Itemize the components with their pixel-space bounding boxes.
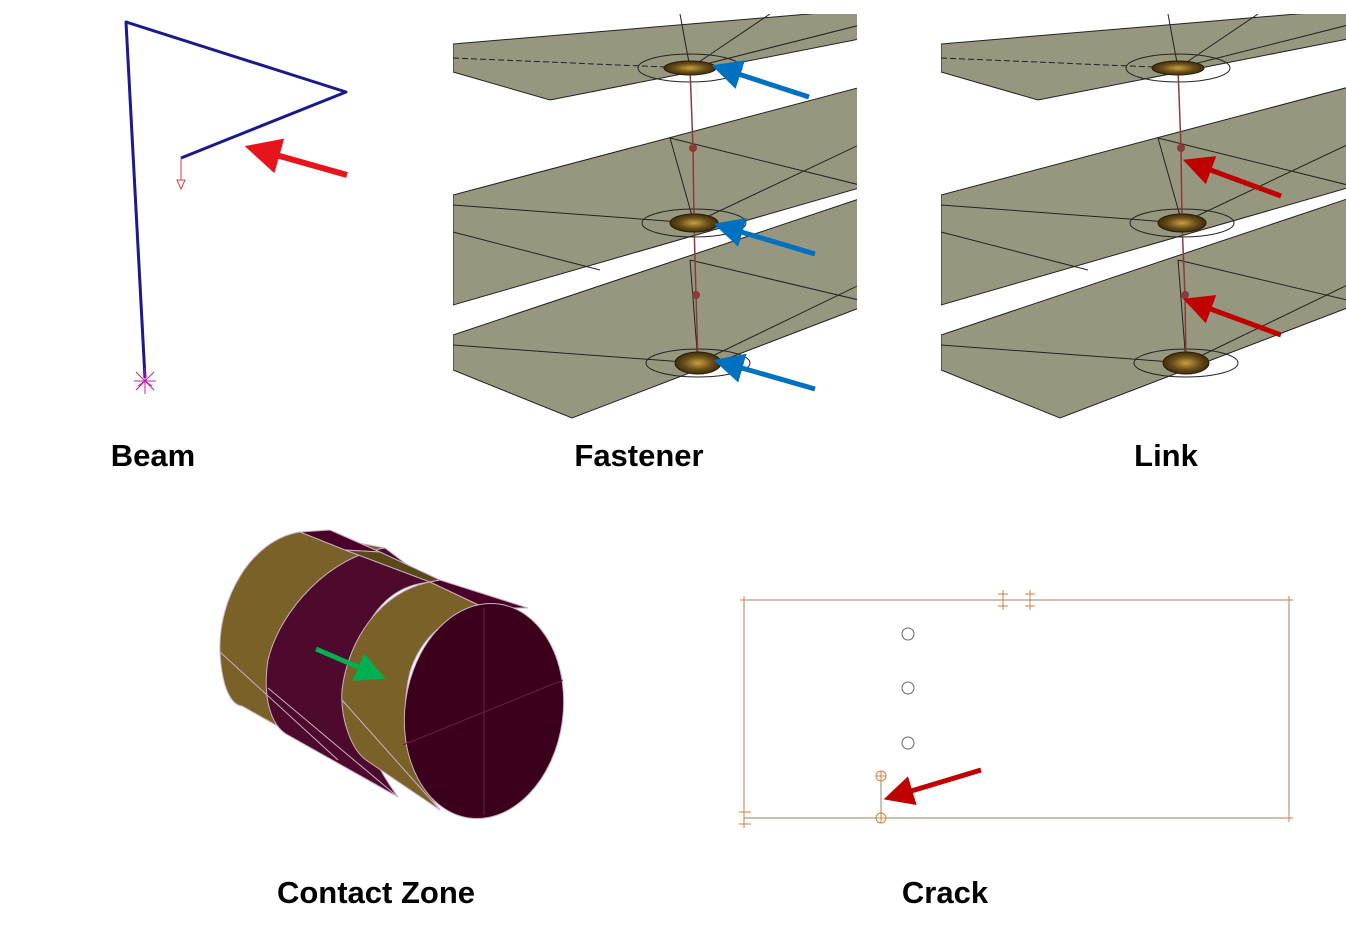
- caption-contact-zone: Contact Zone: [276, 875, 476, 910]
- link-node: [1177, 144, 1185, 152]
- caption-beam: Beam: [110, 438, 196, 473]
- crack-arrow: [883, 767, 982, 806]
- fastener-arrow: [713, 353, 816, 392]
- crack-diagram: [739, 590, 1293, 828]
- fastener-diagram: [453, 14, 857, 419]
- caption-fastener: Fastener: [574, 438, 704, 473]
- link-diagram: [941, 14, 1346, 419]
- contact-zone-arrow: [315, 646, 386, 681]
- crack-plate-outline: [743, 599, 1290, 819]
- fastener-arrow: [713, 217, 816, 257]
- fastener-disc: [674, 351, 722, 375]
- caption-link: Link: [1134, 438, 1198, 473]
- link-arrow: [1182, 156, 1282, 199]
- crack-hole: [901, 681, 915, 695]
- crack-hole: [901, 627, 915, 641]
- support-icon: [134, 368, 156, 394]
- fastener-disc: [669, 213, 719, 233]
- beam-arrow: [244, 138, 348, 178]
- load-marker-icon: [176, 179, 186, 191]
- link-node: [1181, 291, 1189, 299]
- beam-diagram: [124, 20, 348, 394]
- fastener-arrow: [711, 60, 810, 100]
- fastener-disc: [663, 60, 717, 76]
- caption-crack: Crack: [901, 875, 989, 910]
- contact-zone-diagram: [219, 529, 565, 820]
- beam-frame-line: [124, 20, 348, 379]
- crack-hole: [901, 736, 915, 750]
- link-arrow: [1182, 295, 1282, 338]
